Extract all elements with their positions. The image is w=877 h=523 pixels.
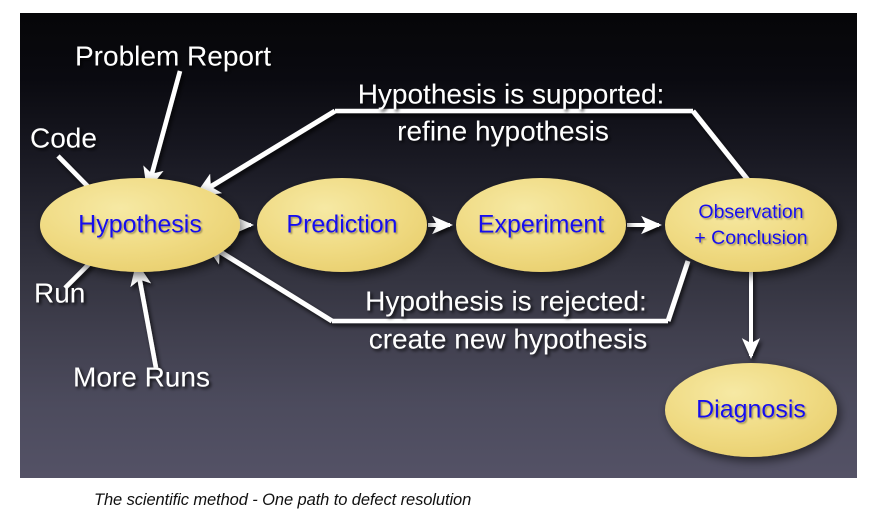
experiment-ellipse[interactable] xyxy=(456,178,626,272)
edge-problem-report-to-hypothesis xyxy=(143,70,183,192)
edge-rejected-loop xyxy=(202,240,691,324)
experiment-label: Experiment xyxy=(478,211,604,239)
label-rejected-line1: Hypothesis is rejected: xyxy=(365,285,647,316)
scientific-method-diagram: Hypothesis Prediction Experiment Observa… xyxy=(20,13,857,478)
diagnosis-ellipse[interactable] xyxy=(665,363,837,457)
prediction-label: Prediction xyxy=(286,211,397,239)
label-code: Code xyxy=(30,122,97,153)
node-hypothesis[interactable]: Hypothesis xyxy=(40,178,240,272)
node-experiment[interactable]: Experiment xyxy=(456,178,626,272)
label-supported-line2: refine hypothesis xyxy=(397,115,609,146)
diagnosis-label: Diagnosis xyxy=(696,396,806,424)
prediction-ellipse[interactable] xyxy=(257,178,427,272)
label-more-runs: More Runs xyxy=(73,361,210,392)
node-diagnosis[interactable]: Diagnosis xyxy=(665,363,837,457)
node-prediction[interactable]: Prediction xyxy=(257,178,427,272)
hypothesis-ellipse[interactable] xyxy=(40,178,240,272)
label-run: Run xyxy=(34,277,85,308)
node-observation[interactable]: Observation + Conclusion xyxy=(665,178,837,272)
figure-caption: The scientific method - One path to defe… xyxy=(94,490,472,509)
observation-ellipse[interactable] xyxy=(665,178,837,272)
hypothesis-label: Hypothesis xyxy=(78,211,202,239)
observation-label-line1: Observation xyxy=(698,201,803,223)
edge-more-runs-to-hypothesis xyxy=(130,261,159,369)
label-rejected-line2: create new hypothesis xyxy=(369,323,648,354)
observation-label-line2: + Conclusion xyxy=(694,227,807,249)
label-problem-report: Problem Report xyxy=(75,40,271,71)
edge-supported-loop xyxy=(193,108,754,198)
diagram-canvas: Hypothesis Prediction Experiment Observa… xyxy=(30,40,837,457)
label-supported-line1: Hypothesis is supported: xyxy=(358,78,665,109)
